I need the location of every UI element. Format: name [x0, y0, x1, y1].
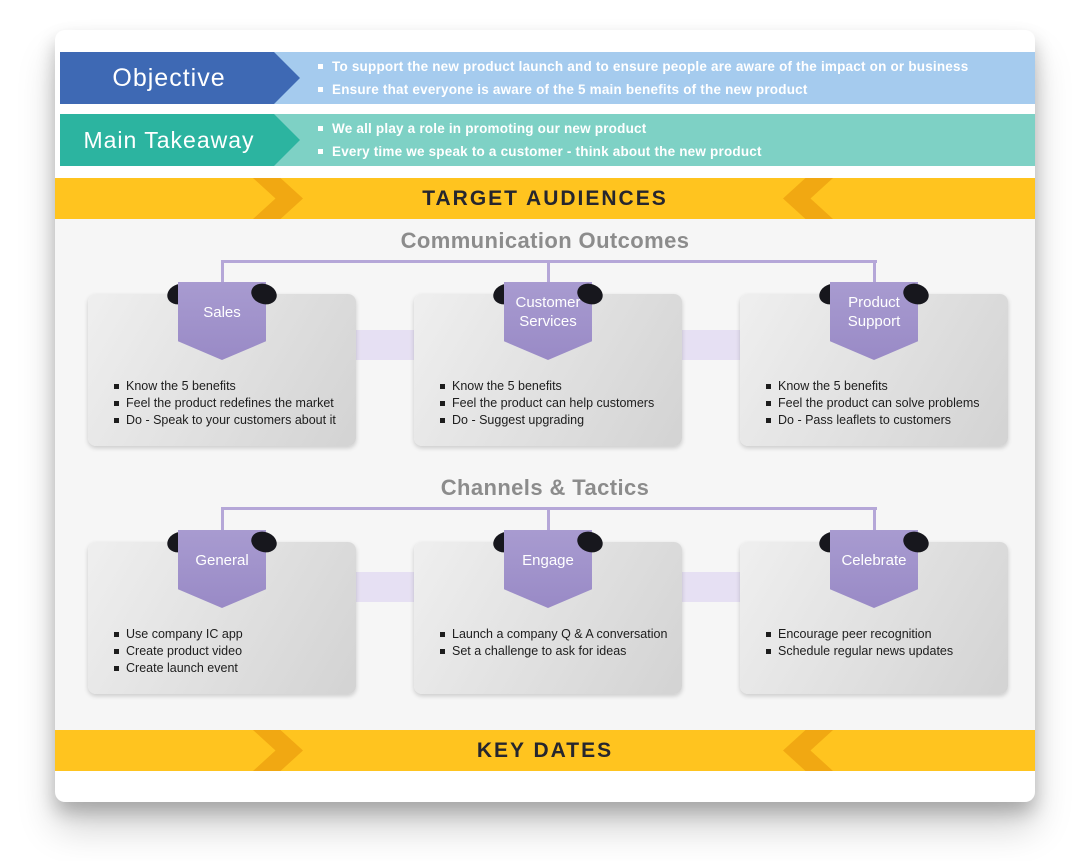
chevron-right-icon: [253, 730, 303, 771]
card-bullet: Launch a company Q & A conversation: [440, 626, 674, 643]
card-engage: Launch a company Q & A conversation Set …: [414, 542, 682, 694]
ribbon-sales-label: Sales: [203, 303, 241, 321]
ribbon-customer-services: Customer Services: [504, 282, 592, 360]
objective-bullet: Ensure that everyone is aware of the 5 m…: [318, 78, 968, 101]
ribbon-banner-icon: Engage: [504, 530, 592, 608]
ribbon-engage: Engage: [504, 530, 592, 608]
card-bullet: Know the 5 benefits: [766, 378, 1000, 395]
card-bullet: Do - Pass leaflets to customers: [766, 412, 1000, 429]
key-dates-title: KEY DATES: [476, 738, 614, 762]
card-product-support-bullets: Know the 5 benefits Feel the product can…: [740, 294, 1008, 429]
card-bullet: Use company IC app: [114, 626, 348, 643]
card-bullet: Create launch event: [114, 660, 348, 677]
connector-vline: [221, 260, 224, 288]
connector-vline: [873, 260, 876, 288]
card-bullet: Encourage peer recognition: [766, 626, 1000, 643]
card-bullet: Know the 5 benefits: [114, 378, 348, 395]
takeaway-bullet: Every time we speak to a customer - thin…: [318, 140, 762, 163]
chevron-left-icon: [783, 178, 833, 219]
objective-strip: To support the new product launch and to…: [250, 52, 1035, 104]
card-bullet: Schedule regular news updates: [766, 643, 1000, 660]
objective-bullet: To support the new product launch and to…: [318, 55, 968, 78]
key-dates-band: KEY DATES: [55, 730, 1035, 771]
card-bullet: Feel the product can solve problems: [766, 395, 1000, 412]
takeaway-banner: Main Takeaway: [60, 114, 300, 166]
ribbon-celebrate: Celebrate: [830, 530, 918, 608]
card-customer-services-bullets: Know the 5 benefits Feel the product can…: [414, 294, 682, 429]
ribbon-sales: Sales: [178, 282, 266, 360]
chevron-right-icon: [253, 178, 303, 219]
ribbon-banner-icon: Product Support: [830, 282, 918, 360]
connector-vline: [547, 260, 550, 288]
ribbon-banner-icon: Customer Services: [504, 282, 592, 360]
card-engage-bullets: Launch a company Q & A conversation Set …: [414, 542, 682, 660]
card-celebrate-bullets: Encourage peer recognition Schedule regu…: [740, 542, 1008, 660]
ribbon-customer-services-label: Customer Services: [515, 294, 581, 330]
ribbon-general: General: [178, 530, 266, 608]
ribbon-product-support-label: Product Support: [847, 294, 901, 330]
ribbon-product-support: Product Support: [830, 282, 918, 360]
connector-vline: [221, 507, 224, 539]
card-bullet: Set a challenge to ask for ideas: [440, 643, 674, 660]
card-sales-bullets: Know the 5 benefits Feel the product red…: [88, 294, 356, 429]
ribbon-banner-icon: Celebrate: [830, 530, 918, 608]
card-general-bullets: Use company IC app Create product video …: [88, 542, 356, 677]
ribbon-general-label: General: [195, 551, 249, 569]
card-bullet: Know the 5 benefits: [440, 378, 674, 395]
takeaway-strip: We all play a role in promoting our new …: [250, 114, 1035, 166]
card-bullet: Do - Suggest upgrading: [440, 412, 674, 429]
objective-banner-label: Objective: [112, 63, 226, 92]
ribbon-engage-label: Engage: [522, 551, 574, 569]
connector-vline: [873, 507, 876, 539]
takeaway-banner-label: Main Takeaway: [83, 126, 255, 153]
takeaway-bullet: We all play a role in promoting our new …: [318, 117, 762, 140]
card-general: Use company IC app Create product video …: [88, 542, 356, 694]
card-bullet: Feel the product can help customers: [440, 395, 674, 412]
target-audiences-band: TARGET AUDIENCES: [55, 178, 1035, 219]
ribbon-celebrate-label: Celebrate: [841, 551, 907, 569]
section-title-channels-tactics: Channels & Tactics: [440, 475, 650, 500]
target-audiences-title: TARGET AUDIENCES: [422, 186, 668, 210]
ribbon-banner-icon: General: [178, 530, 266, 608]
objective-banner: Objective: [60, 52, 300, 104]
objective-bullet-list: To support the new product launch and to…: [250, 55, 978, 101]
chevron-left-icon: [783, 730, 833, 771]
card-bullet: Feel the product redefines the market: [114, 395, 348, 412]
section-title-communication-outcomes: Communication Outcomes: [400, 228, 690, 253]
card-bullet: Create product video: [114, 643, 348, 660]
connector-vline: [547, 507, 550, 539]
ribbon-banner-icon: Sales: [178, 282, 266, 360]
card-bullet: Do - Speak to your customers about it: [114, 412, 348, 429]
takeaway-bullet-list: We all play a role in promoting our new …: [250, 117, 772, 163]
